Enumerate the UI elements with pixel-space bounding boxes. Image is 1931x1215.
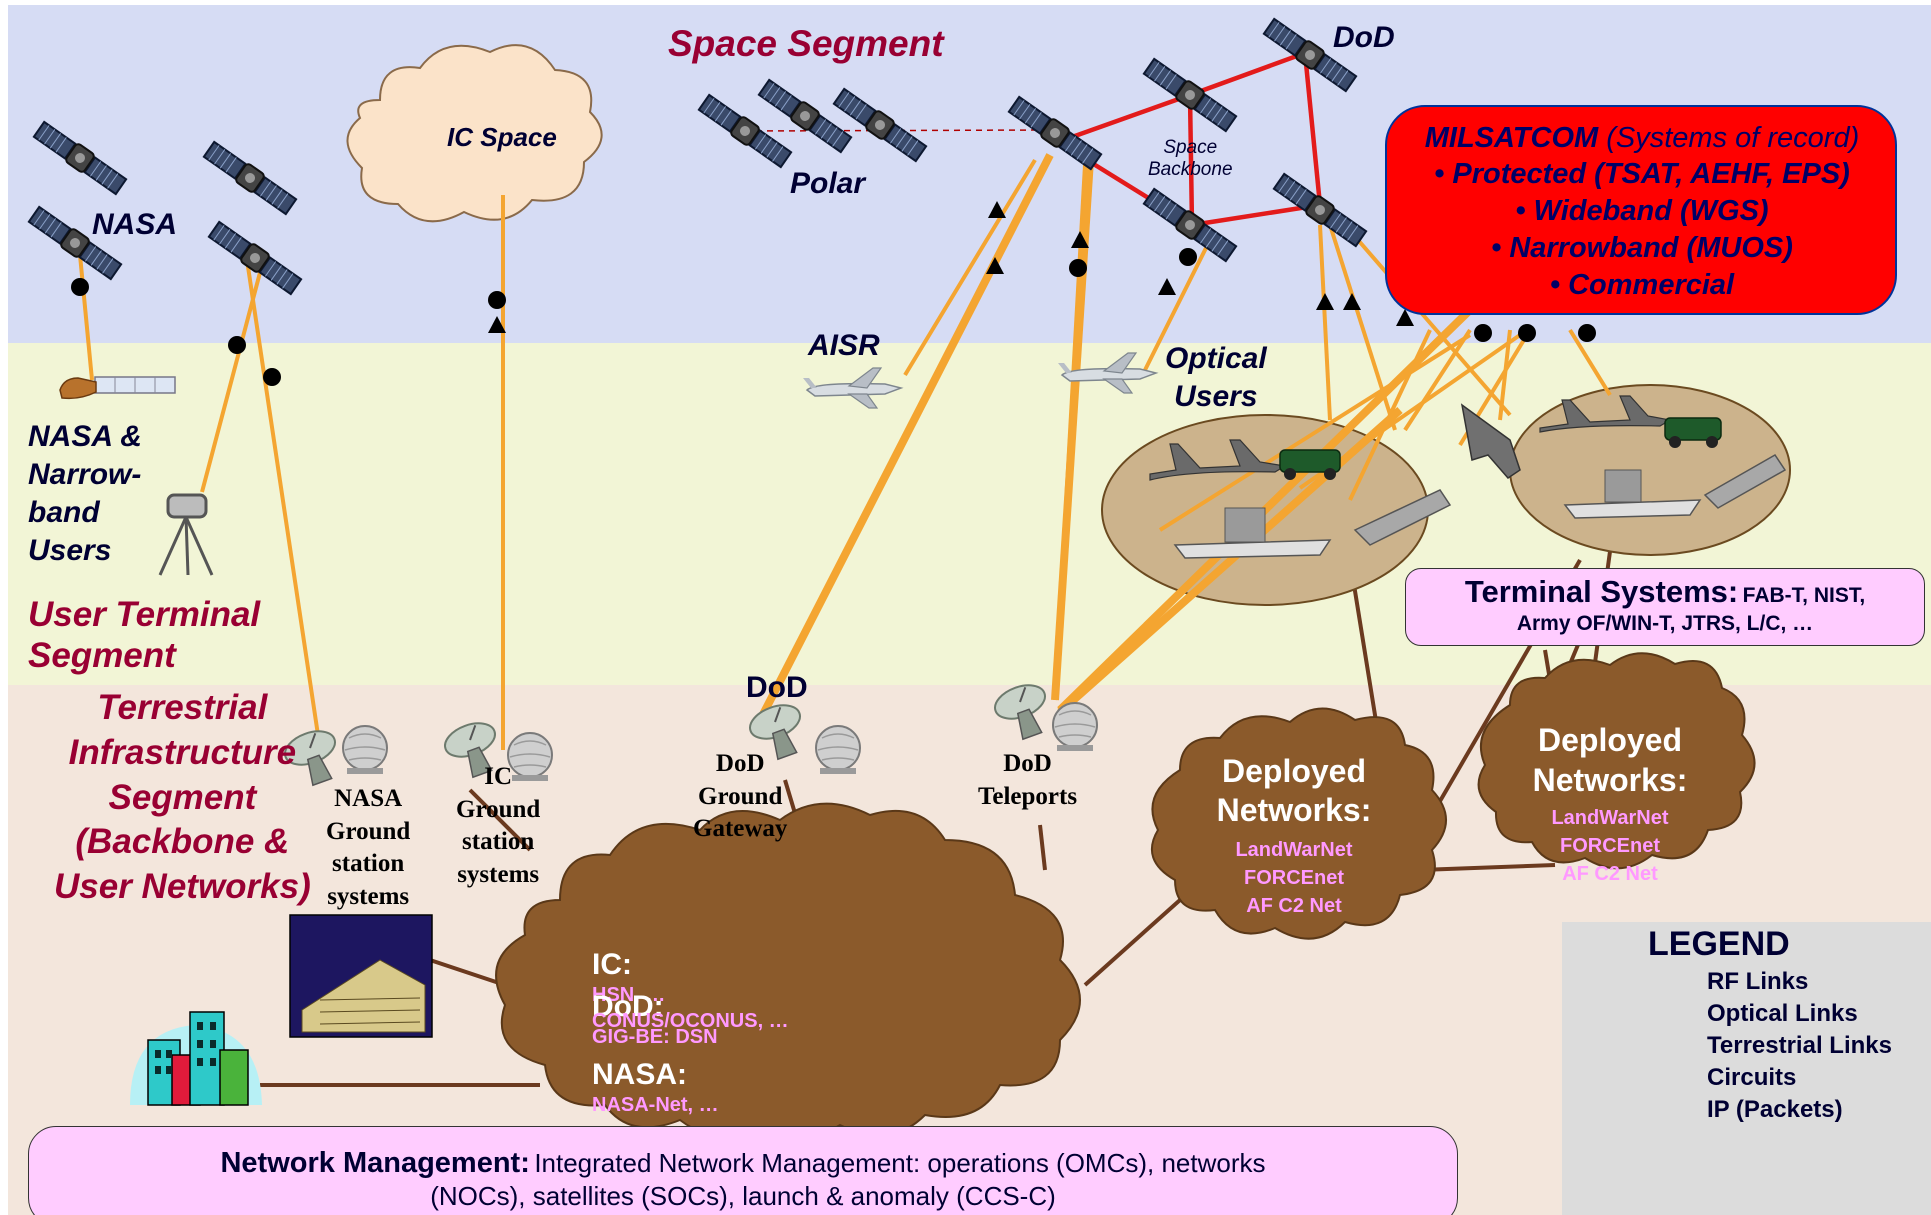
platform-icons-1 (1149, 439, 1452, 559)
city-icon (130, 1011, 262, 1106)
deployed-networks-1-items: LandWarNet FORCEnet AF C2 Net (1235, 839, 1353, 917)
terminal-systems-title: Terminal Systems: (1464, 574, 1739, 609)
backbone-cloud (495, 802, 1081, 1140)
legend-panel (1562, 922, 1931, 1215)
backbone-ic-value: HSN, … (592, 984, 666, 1007)
backbone-nasa-label: NASA: (592, 1058, 687, 1092)
terminal-systems-box: Terminal Systems: FAB-T, NIST, Army OF/W… (1405, 568, 1925, 646)
tripod-terminal (158, 493, 214, 576)
backbone-dod-line: DoD: GIG-BE: DSN (592, 970, 718, 1049)
milsatcom-title: MILSATCOM (1424, 122, 1599, 154)
user-terminal-segment-title: User Terminal Segment (28, 595, 261, 676)
nasa-label: NASA (92, 208, 178, 241)
legend-item-optical-links: Optical Links (1707, 1000, 1858, 1027)
milsatcom-item: • Commercial (1549, 268, 1735, 301)
milsatcom-item: • Wideband (WGS) (1515, 195, 1769, 228)
backbone-nasa-line: NASA: NASA-Net, … (592, 1038, 719, 1117)
ops-center-building (289, 914, 433, 1038)
terminal-systems-line2: Army OF/WIN-T, JTRS, L/C, … (1516, 612, 1814, 636)
deployed-networks-2-title: Deployed Networks: (1532, 722, 1688, 799)
backbone-ic-line: IC: HSN, … (592, 928, 665, 1007)
nasa-users-label: NASA & Narrow- band Users (28, 420, 142, 568)
legend-title: LEGEND (1648, 925, 1790, 963)
legend-item-ip-packets: IP (Packets) (1707, 1096, 1843, 1123)
ic-space-cloud (346, 44, 603, 223)
deployed-cloud-2 (1477, 652, 1756, 870)
nasa-ground-station-label: NASA Ground station systems (326, 785, 411, 910)
backbone-nasa-value: NASA-Net, … (592, 1094, 719, 1117)
dod-satellite-label: DoD (1333, 21, 1395, 54)
milsatcom-box: MILSATCOM (Systems of record) • Protecte… (1385, 105, 1897, 315)
backbone-dod-value: GIG-BE: DSN (592, 1026, 718, 1049)
ic-space-label: IC Space (447, 122, 557, 152)
milsatcom-item: • Narrowband (MUOS) (1491, 232, 1793, 265)
earth-observing-satellite (59, 376, 176, 400)
legend-item-circuits: Circuits (1707, 1064, 1797, 1091)
network-management-title: Network Management: (220, 1147, 530, 1179)
platform-icons-2 (1539, 395, 1787, 519)
ic-ground-station-label: IC Ground station systems (456, 763, 541, 888)
optical-users-label: Optical Users (1165, 342, 1267, 413)
milsatcom-title-line: MILSATCOM (Systems of record) (1395, 121, 1889, 156)
dod-teleports-label: DoD Teleports (978, 750, 1078, 810)
legend-item-rf-links: RF Links (1707, 968, 1809, 995)
milsatcom-subtitle: (Systems of record) (1606, 122, 1860, 154)
deployed-cloud-1 (1150, 707, 1447, 940)
aisr-label: AISR (808, 329, 880, 362)
space-backbone-label: Space Backbone (1148, 137, 1233, 180)
deployed-networks-2-items: LandWarNet FORCEnet AF C2 Net (1551, 807, 1669, 885)
network-management-line2: (NOCs), satellites (SOCs), launch & anom… (430, 1181, 1056, 1212)
legend-item-terrestrial-links: Terrestrial Links (1707, 1032, 1892, 1059)
space-segment-title: Space Segment (668, 23, 944, 64)
stealth-bomber (1460, 403, 1521, 479)
dod-ground-gateway-label: DoD Ground Gateway (693, 750, 788, 842)
backbone-dod-label: DoD: (592, 990, 664, 1024)
network-management-box: Network Management: Integrated Network M… (28, 1126, 1458, 1215)
polar-label: Polar (790, 167, 866, 200)
deployed-networks-1-title: Deployed Networks: (1216, 753, 1372, 829)
terrestrial-segment-title: Terrestrial Infrastructure Segment (Back… (54, 688, 311, 907)
milsatcom-item: • Protected (TSAT, AEHF, EPS) (1434, 158, 1850, 191)
backbone-ic-label: IC: (592, 948, 632, 982)
ip-packet-markers (71, 248, 1596, 386)
network-management-line1: Integrated Network Management: operation… (534, 1148, 1266, 1178)
backbone-dod-value2: CONUS/OCONUS, … (592, 1010, 789, 1032)
dod-gateway-heading: DoD (746, 671, 808, 704)
terminal-systems-line1: FAB-T, NIST, (1742, 584, 1866, 607)
polar-crosslink (744, 129, 1051, 132)
